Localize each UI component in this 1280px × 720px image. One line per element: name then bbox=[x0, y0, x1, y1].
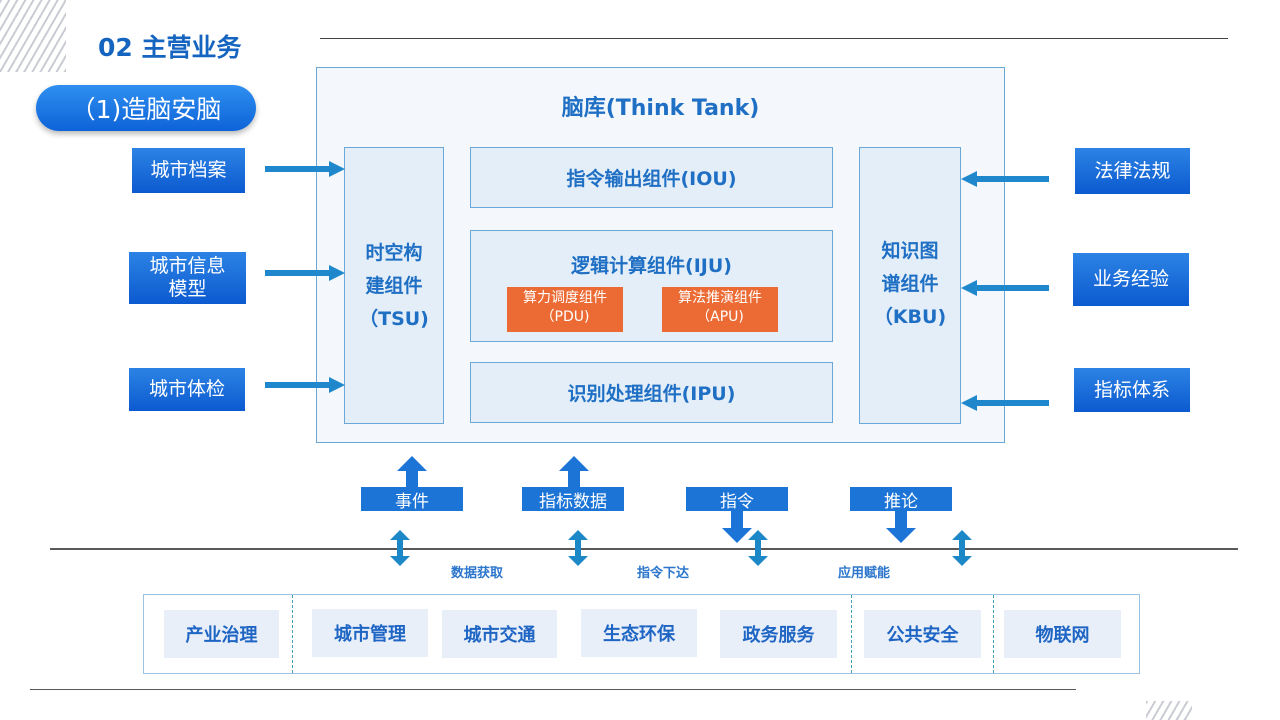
pdu-component: 算力调度组件 （PDU) bbox=[507, 287, 623, 332]
flow-event: 事件 bbox=[361, 487, 463, 512]
domain-industry-governance: 产业治理 bbox=[164, 610, 279, 658]
iju-label: 逻辑计算组件(IJU) bbox=[571, 255, 732, 277]
label-application-enablement: 应用赋能 bbox=[838, 566, 891, 581]
corner-hatch-top-left bbox=[0, 0, 66, 72]
input-laws-regulations: 法律法规 bbox=[1075, 148, 1190, 194]
tsu-component: 时空构 建组件 （TSU) bbox=[344, 147, 444, 424]
double-arrow-1-icon bbox=[390, 530, 410, 566]
think-tank-title: 脑库(Think Tank) bbox=[561, 96, 760, 121]
bottom-divider bbox=[30, 689, 1076, 690]
indicator-data-up-arrow-icon bbox=[559, 456, 589, 488]
kbu-component: 知识图 谱组件 （KBU) bbox=[859, 147, 961, 424]
corner-hatch-bottom-right bbox=[1146, 701, 1192, 720]
arrow-left-2-icon bbox=[961, 280, 1049, 296]
section-pill: （1)造脑安脑 bbox=[36, 85, 256, 131]
input-city-archive: 城市档案 bbox=[132, 148, 245, 193]
kbu-label: 知识图 谱组件 （KBU) bbox=[873, 240, 947, 328]
domain-separator bbox=[851, 595, 852, 673]
arrow-left-1-icon bbox=[961, 171, 1049, 187]
header-divider bbox=[320, 38, 1228, 39]
domain-public-safety: 公共安全 bbox=[864, 610, 981, 658]
iou-component: 指令输出组件(IOU) bbox=[470, 147, 833, 208]
arrow-right-3-icon bbox=[265, 377, 345, 393]
apu-component: 算法推演组件 （APU) bbox=[662, 287, 778, 332]
arrow-left-3-icon bbox=[961, 395, 1049, 411]
domain-government-services: 政务服务 bbox=[720, 610, 837, 658]
double-arrow-4-icon bbox=[952, 530, 972, 566]
middle-divider bbox=[50, 548, 1238, 550]
domain-city-traffic: 城市交通 bbox=[442, 610, 557, 658]
input-city-information-model: 城市信息 模型 bbox=[129, 252, 246, 304]
command-down-arrow-icon bbox=[722, 511, 752, 543]
double-arrow-3-icon bbox=[748, 530, 768, 566]
double-arrow-2-icon bbox=[568, 530, 588, 566]
flow-indicator-data: 指标数据 bbox=[522, 487, 624, 512]
input-city-checkup: 城市体检 bbox=[129, 368, 245, 411]
domain-ecology-environment: 生态环保 bbox=[581, 609, 697, 657]
arrow-right-1-icon bbox=[265, 161, 345, 177]
inference-down-arrow-icon bbox=[886, 511, 916, 543]
domain-separator bbox=[993, 595, 994, 673]
flow-inference: 推论 bbox=[850, 487, 952, 512]
tsu-label: 时空构 建组件 （TSU) bbox=[359, 242, 429, 330]
domain-iot: 物联网 bbox=[1004, 610, 1121, 658]
label-data-acquisition: 数据获取 bbox=[451, 566, 504, 581]
page-title: 02 主营业务 bbox=[98, 33, 242, 62]
domain-city-management: 城市管理 bbox=[312, 609, 428, 657]
event-up-arrow-icon bbox=[397, 456, 427, 488]
input-business-experience: 业务经验 bbox=[1073, 253, 1189, 306]
label-command-dispatch: 指令下达 bbox=[637, 566, 690, 581]
arrow-right-2-icon bbox=[265, 265, 345, 281]
flow-command: 指令 bbox=[686, 487, 788, 512]
domain-separator bbox=[292, 595, 293, 673]
input-indicator-system: 指标体系 bbox=[1074, 368, 1190, 412]
ipu-component: 识别处理组件(IPU) bbox=[470, 362, 833, 423]
